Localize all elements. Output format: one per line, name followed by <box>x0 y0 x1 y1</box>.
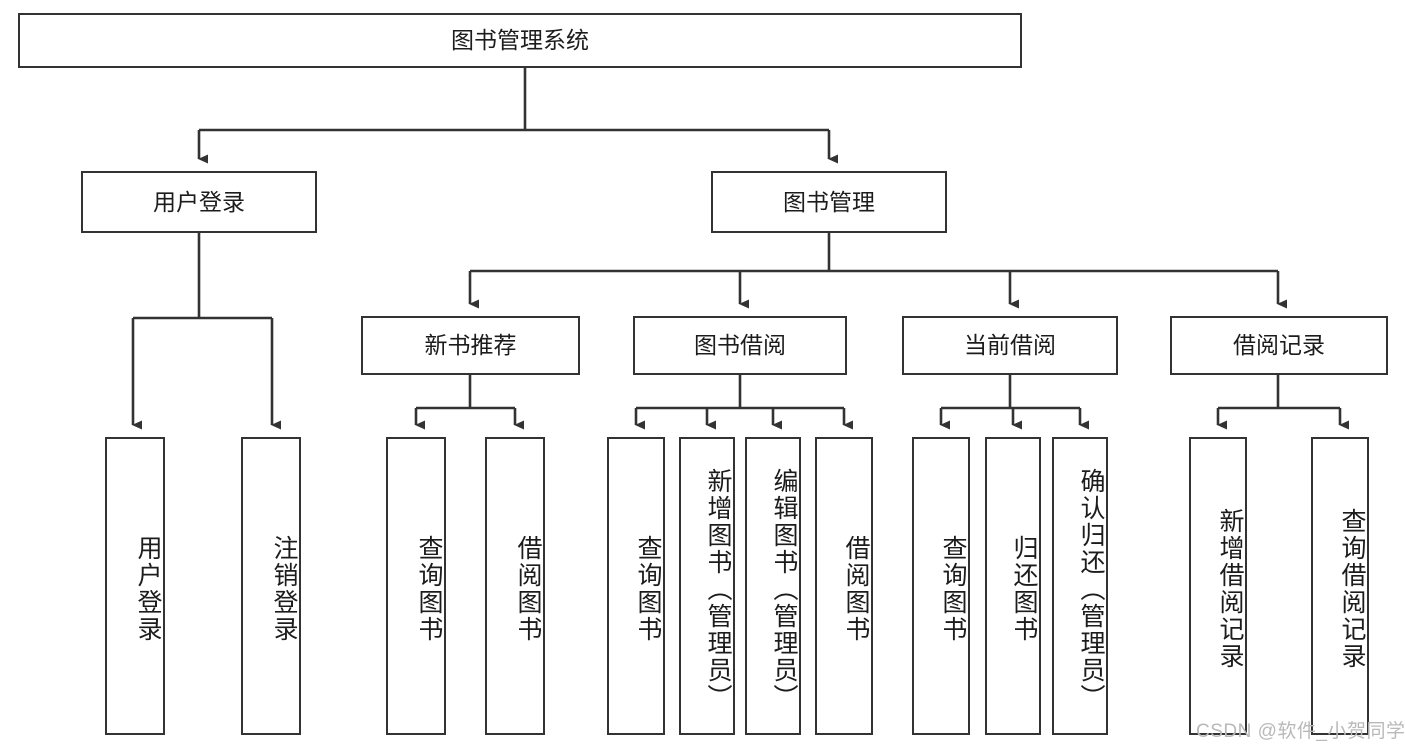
leaf-query-borrow-record[interactable]: 查询借阅记录 <box>1311 437 1369 735</box>
leaf-label: 查询借阅记录 <box>1338 508 1366 670</box>
leaf-label: 归还图书 <box>1010 535 1038 643</box>
leaf-label: 确认归还（管理员） <box>1077 467 1105 711</box>
leaf-query-book-1[interactable]: 查询图书 <box>386 437 446 735</box>
leaf-add-borrow-record[interactable]: 新增借阅记录 <box>1189 437 1247 735</box>
watermark-credit: CSDN @软件_小贺同学 <box>1196 721 1405 742</box>
node-root-system[interactable]: 图书管理系统 <box>18 13 1022 68</box>
leaf-user-login[interactable]: 用户登录 <box>105 437 165 735</box>
leaf-label: 借阅图书 <box>514 535 542 643</box>
leaf-edit-book-admin[interactable]: 编辑图书（管理员） <box>745 437 801 735</box>
leaf-label: 注销登录 <box>270 535 298 643</box>
leaf-add-book-admin[interactable]: 新增图书（管理员） <box>679 437 735 735</box>
node-book-borrow[interactable]: 图书借阅 <box>633 316 847 375</box>
leaf-label: 用户登录 <box>134 535 162 643</box>
leaf-query-book-3[interactable]: 查询图书 <box>912 437 970 735</box>
leaf-label: 新增借阅记录 <box>1216 508 1244 670</box>
leaf-borrow-book-1[interactable]: 借阅图书 <box>485 437 545 735</box>
leaf-label: 查询图书 <box>415 535 443 643</box>
leaf-label: 查询图书 <box>939 535 967 643</box>
node-new-book-recommend[interactable]: 新书推荐 <box>361 316 580 375</box>
leaf-label: 借阅图书 <box>842 535 870 643</box>
node-book-manage[interactable]: 图书管理 <box>711 171 947 233</box>
leaf-logout-login[interactable]: 注销登录 <box>241 437 301 735</box>
leaf-borrow-book-2[interactable]: 借阅图书 <box>815 437 873 735</box>
node-user-login[interactable]: 用户登录 <box>81 171 317 233</box>
leaf-label: 查询图书 <box>634 535 662 643</box>
leaf-return-book[interactable]: 归还图书 <box>985 437 1041 735</box>
node-current-borrow[interactable]: 当前借阅 <box>902 316 1118 375</box>
leaf-confirm-return-admin[interactable]: 确认归还（管理员） <box>1052 437 1108 735</box>
leaf-label: 编辑图书（管理员） <box>770 467 798 711</box>
leaf-label: 新增图书（管理员） <box>704 467 732 711</box>
node-borrow-record[interactable]: 借阅记录 <box>1170 316 1388 375</box>
leaf-query-book-2[interactable]: 查询图书 <box>607 437 665 735</box>
